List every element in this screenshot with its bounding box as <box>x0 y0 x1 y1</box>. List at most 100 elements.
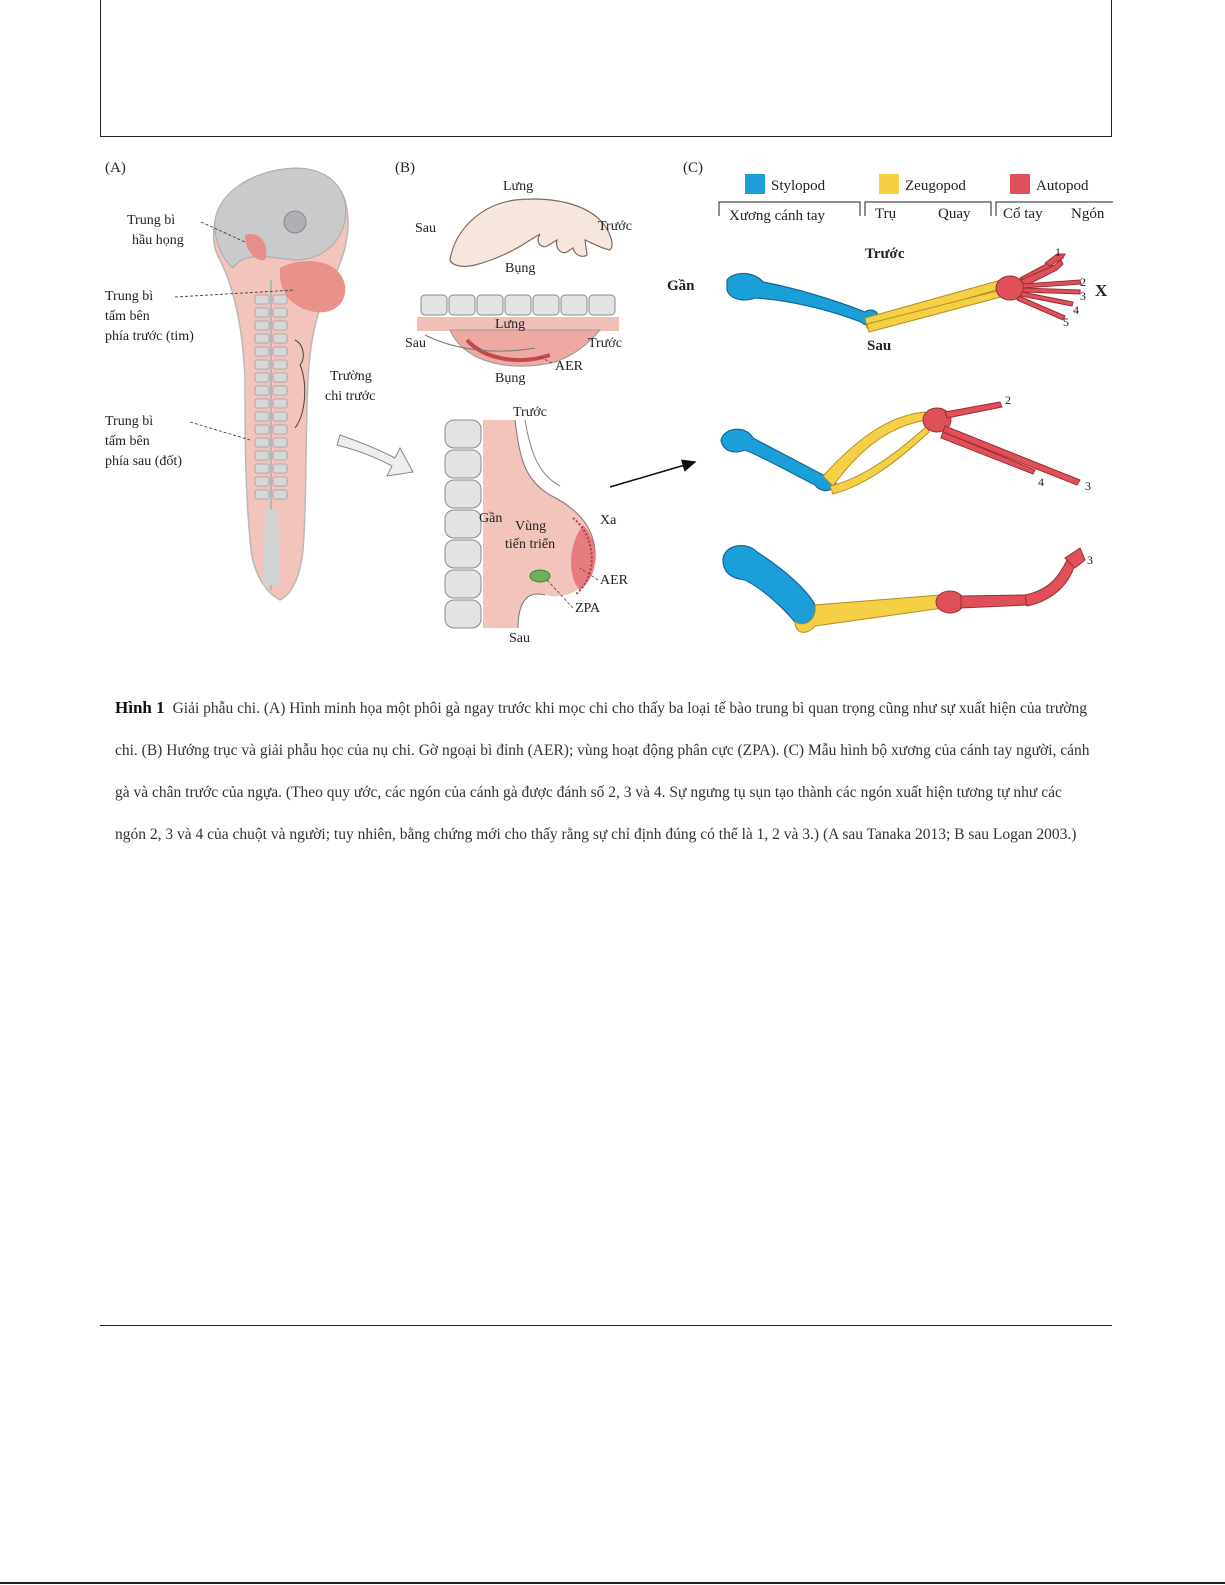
bottom-rule <box>100 1325 1112 1326</box>
chick-humerus <box>720 428 837 492</box>
chick-radius <box>829 425 930 495</box>
label-anterior-lpm-3: phía trước (tim) <box>105 329 194 344</box>
legend-label-autopod: Autopod <box>1036 178 1089 194</box>
curved-arrow-a-to-b <box>336 434 414 477</box>
panel-b-letter: (B) <box>395 160 415 176</box>
panel-b-bottom-leaders <box>546 567 599 609</box>
legend-swatch-zeugopod <box>879 174 899 194</box>
label-anterior-lpm-2: tấm bên <box>105 309 150 324</box>
label-posterior-lpm-2: tấm bên <box>105 434 150 449</box>
horse-hoof <box>935 547 1086 614</box>
bone-name-brackets <box>718 201 1113 216</box>
label-b-top-anterior: Trước <box>598 219 632 234</box>
label-b-mid-posterior: Sau <box>405 336 426 351</box>
label-forelimb-field-2: chi trước <box>325 389 375 404</box>
legend-label-stylopod: Stylopod <box>771 178 826 194</box>
horse-humerus <box>722 544 816 625</box>
caption-text: Giải phẫu chi. (A) Hình minh họa một phô… <box>115 700 1090 843</box>
human-digit-1: 1 <box>1055 245 1061 259</box>
horse-digit-3: 3 <box>1087 553 1093 567</box>
label-b-top-dorsal: Lưng <box>503 179 533 194</box>
label-c-proximal: Gần <box>667 278 695 294</box>
label-humerus: Xương cánh tay <box>729 208 826 224</box>
human-humerus <box>726 272 879 327</box>
panel-c: (C) Stylopod Zeugopod Autopod Xương cánh… <box>667 160 1113 633</box>
legend: Stylopod Zeugopod Autopod <box>745 174 1089 194</box>
chick-digit-3: 3 <box>1085 479 1091 493</box>
label-b-bot-zpa: ZPA <box>575 601 601 616</box>
forelimb-field-bracket <box>294 339 306 429</box>
panel-a: (A) <box>105 160 414 601</box>
label-pharyngeal-1: Trung bì <box>127 213 175 228</box>
panel-b-bottom-labels: Trước Gần Vùng tiến triển Xa AER ZPA Sau <box>479 405 629 646</box>
legend-swatch-stylopod <box>745 174 765 194</box>
label-wrist: Cổ tay <box>1003 206 1043 222</box>
label-c-posterior: Sau <box>867 338 891 354</box>
human-digit-3: 3 <box>1080 289 1086 303</box>
label-pharyngeal-2: hầu họng <box>132 233 184 248</box>
embryo-eye <box>283 210 307 234</box>
arrow-b-to-c <box>609 459 697 488</box>
horse-digit-numbers: 3 <box>1087 553 1093 567</box>
label-b-bot-distal: Xa <box>600 513 617 528</box>
label-posterior-lpm-1: Trung bì <box>105 414 153 429</box>
label-b-mid-ventral: Bụng <box>495 371 525 386</box>
label-radius: Quay <box>938 206 971 222</box>
panel-b-top-labels: Lưng Sau Trước Bụng <box>415 179 632 276</box>
label-b-mid-aer: AER <box>555 359 584 374</box>
label-b-bot-proximal: Gần <box>479 511 502 526</box>
panel-b: (B) Lưng Sau Trước Bụng <box>395 160 697 646</box>
panel-a-leader-lines <box>174 221 296 441</box>
panel-c-letter: (C) <box>683 160 703 176</box>
label-b-bot-progress-2: tiến triển <box>505 537 555 552</box>
human-hand <box>995 253 1082 321</box>
label-b-mid-dorsal: Lưng <box>495 317 525 332</box>
label-b-bot-progress-1: Vùng <box>515 519 546 534</box>
panel-a-labels: Trung bì hầu họng Trung bì tấm bên phía … <box>105 213 375 469</box>
chick-digit-2: 2 <box>1005 393 1011 407</box>
chick-wing-skeleton <box>720 401 1081 495</box>
horse-forelimb-skeleton <box>722 544 1086 633</box>
top-frame-box <box>100 0 1112 137</box>
label-ulna: Trụ <box>875 206 897 222</box>
legend-swatch-autopod <box>1010 174 1030 194</box>
tail-bud <box>263 510 280 585</box>
somites <box>254 294 288 500</box>
panel-c-axis-labels: Trước Gần Sau X <box>667 246 1108 354</box>
label-b-bot-posterior: Sau <box>509 631 530 646</box>
label-c-distal: X <box>1095 281 1108 300</box>
human-digit-5: 5 <box>1063 315 1069 329</box>
label-b-top-posterior: Sau <box>415 221 436 236</box>
legend-label-zeugopod: Zeugopod <box>905 178 966 194</box>
caption-label: Hình 1 <box>115 698 165 717</box>
label-posterior-lpm-3: phía sau (đốt) <box>105 454 182 469</box>
label-b-bot-aer: AER <box>600 573 629 588</box>
label-forelimb-field-1: Trường <box>330 369 372 384</box>
human-digit-numbers: 1 2 3 4 5 <box>1055 245 1086 329</box>
pharyngeal-region <box>245 234 267 261</box>
label-anterior-lpm-1: Trung bì <box>105 289 153 304</box>
aer-leader-mid <box>539 356 553 364</box>
label-b-top-ventral: Bụng <box>505 261 535 276</box>
human-digit-2: 2 <box>1080 275 1086 289</box>
chick-digit-4: 4 <box>1038 475 1044 489</box>
bottom-page-edge <box>0 1582 1225 1584</box>
human-arm-skeleton <box>726 253 1082 333</box>
human-digit-4: 4 <box>1073 303 1079 317</box>
figure-limb-anatomy: (A) <box>95 150 1125 660</box>
panel-a-letter: (A) <box>105 160 126 176</box>
limb-bud-detail <box>444 419 596 629</box>
label-b-bot-anterior: Trước <box>513 405 547 420</box>
chick-hand <box>922 401 1081 486</box>
embryo-heart <box>279 261 346 313</box>
chick-digit-numbers: 2 4 3 <box>1005 393 1091 493</box>
horse-radius-ulna <box>794 594 944 633</box>
panel-b-middle-labels: Lưng Sau Trước AER Bụng <box>405 317 622 386</box>
figure-svg: (A) <box>105 160 1113 646</box>
hand-illustration <box>449 198 613 267</box>
human-radius <box>866 289 1002 333</box>
label-c-anterior: Trước <box>865 246 905 262</box>
label-digits: Ngón <box>1071 206 1105 222</box>
limb-bud-cross-section <box>417 294 619 367</box>
